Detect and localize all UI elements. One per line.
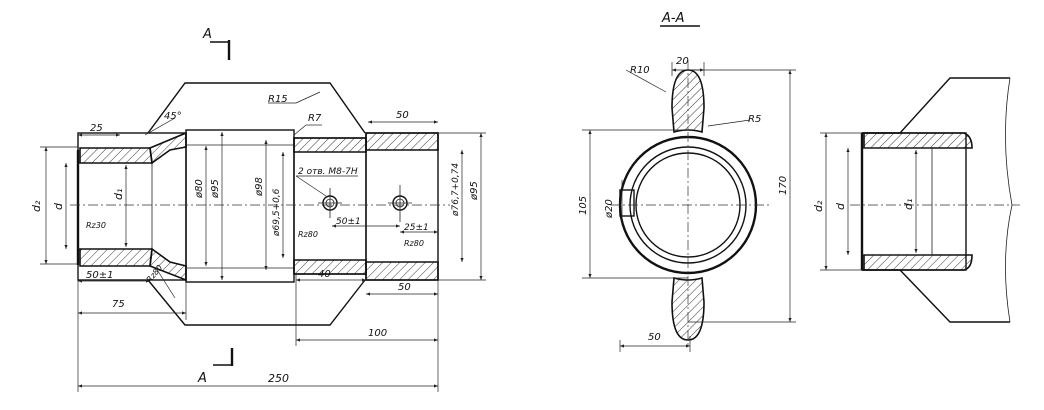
section-mark-bottom: A	[197, 348, 234, 386]
section-letter-bottom: A	[197, 371, 207, 386]
dim-100: 100	[368, 328, 387, 339]
detail-bore	[861, 147, 933, 256]
rz30-left: Rz30	[86, 221, 106, 230]
dim-170: 170	[778, 176, 789, 195]
dim-r7: R7	[308, 113, 322, 124]
label-d1-left: d₁	[112, 189, 125, 200]
section-letter-top: A	[202, 27, 212, 42]
dim-20: 20	[676, 56, 689, 67]
detail-view: d₂ d d₁	[812, 77, 1020, 323]
left-sleeve-hatch-bottom	[79, 248, 153, 267]
label-d-left: d	[52, 202, 65, 210]
right-sleeve-hatch-bottom	[365, 261, 439, 281]
dim-50pm1-mid: 50±1	[336, 217, 361, 227]
dim-dia80: ø80	[194, 179, 205, 199]
dim-105: 105	[578, 196, 589, 215]
left-transition-hatch-top	[149, 131, 187, 165]
detail-hatch-bottom	[863, 254, 973, 271]
left-sleeve-hatch-top	[79, 147, 153, 164]
thread-hole-1	[318, 188, 342, 218]
label-d2-right: d₂	[812, 200, 825, 212]
detail-break-line	[1005, 77, 1013, 323]
length-dims	[77, 120, 439, 392]
dim-dia95: ø95	[210, 179, 221, 199]
leaders	[144, 91, 358, 299]
detail-hatch-top	[863, 132, 973, 149]
dim-25pm1: 25±1	[404, 223, 429, 233]
diameter-dims	[40, 132, 486, 281]
dim-r15: R15	[268, 94, 288, 105]
body-outline-lower	[147, 279, 366, 326]
body-outline-upper	[147, 82, 366, 134]
dim-45deg: 45°	[164, 111, 182, 122]
label-d1-right: d₁	[902, 199, 915, 210]
dim-40: 40	[318, 269, 331, 280]
note-holes: 2 отв. M8-7H	[298, 167, 358, 177]
detail-housing-outline-bottom	[862, 269, 1010, 323]
rz80-2: Rz80	[404, 239, 424, 248]
right-sleeve-hatch-top	[365, 132, 439, 151]
dim-dia76: ø76,7+0,74	[451, 163, 461, 217]
label-d2-left: d₂	[30, 200, 43, 212]
dim-50-aa: 50	[648, 332, 661, 343]
dim-50-low: 50	[398, 282, 411, 293]
dim-250: 250	[268, 372, 289, 385]
right-housing-hatch-top	[293, 137, 367, 153]
section-mark-top: A	[202, 27, 231, 60]
dim-dia95-right: ø95	[469, 181, 480, 201]
dim-dia69: ø69,5+0,6	[272, 188, 282, 237]
dim-50-top: 50	[396, 110, 409, 121]
dim-75: 75	[112, 299, 125, 310]
thread-hole-2	[388, 185, 412, 222]
dim-r10: R10	[630, 65, 650, 76]
left-bore	[77, 162, 153, 250]
dim-25: 25	[90, 123, 103, 134]
label-d-right: d	[834, 202, 847, 210]
detail-housing-outline-top	[862, 77, 1010, 134]
dim-dia98: ø98	[254, 177, 265, 197]
rz80-1: Rz80	[298, 230, 318, 239]
side-boss	[619, 189, 635, 217]
dim-50pm1-low: 50±1	[86, 270, 113, 281]
section-title: A-A	[661, 11, 684, 26]
main-view: A A	[30, 27, 486, 392]
section-aa-view: A-A R10 20 R5 105 ø20 170 5	[578, 11, 796, 352]
dim-dia20: ø20	[604, 199, 615, 219]
dim-r5: R5	[748, 114, 761, 125]
